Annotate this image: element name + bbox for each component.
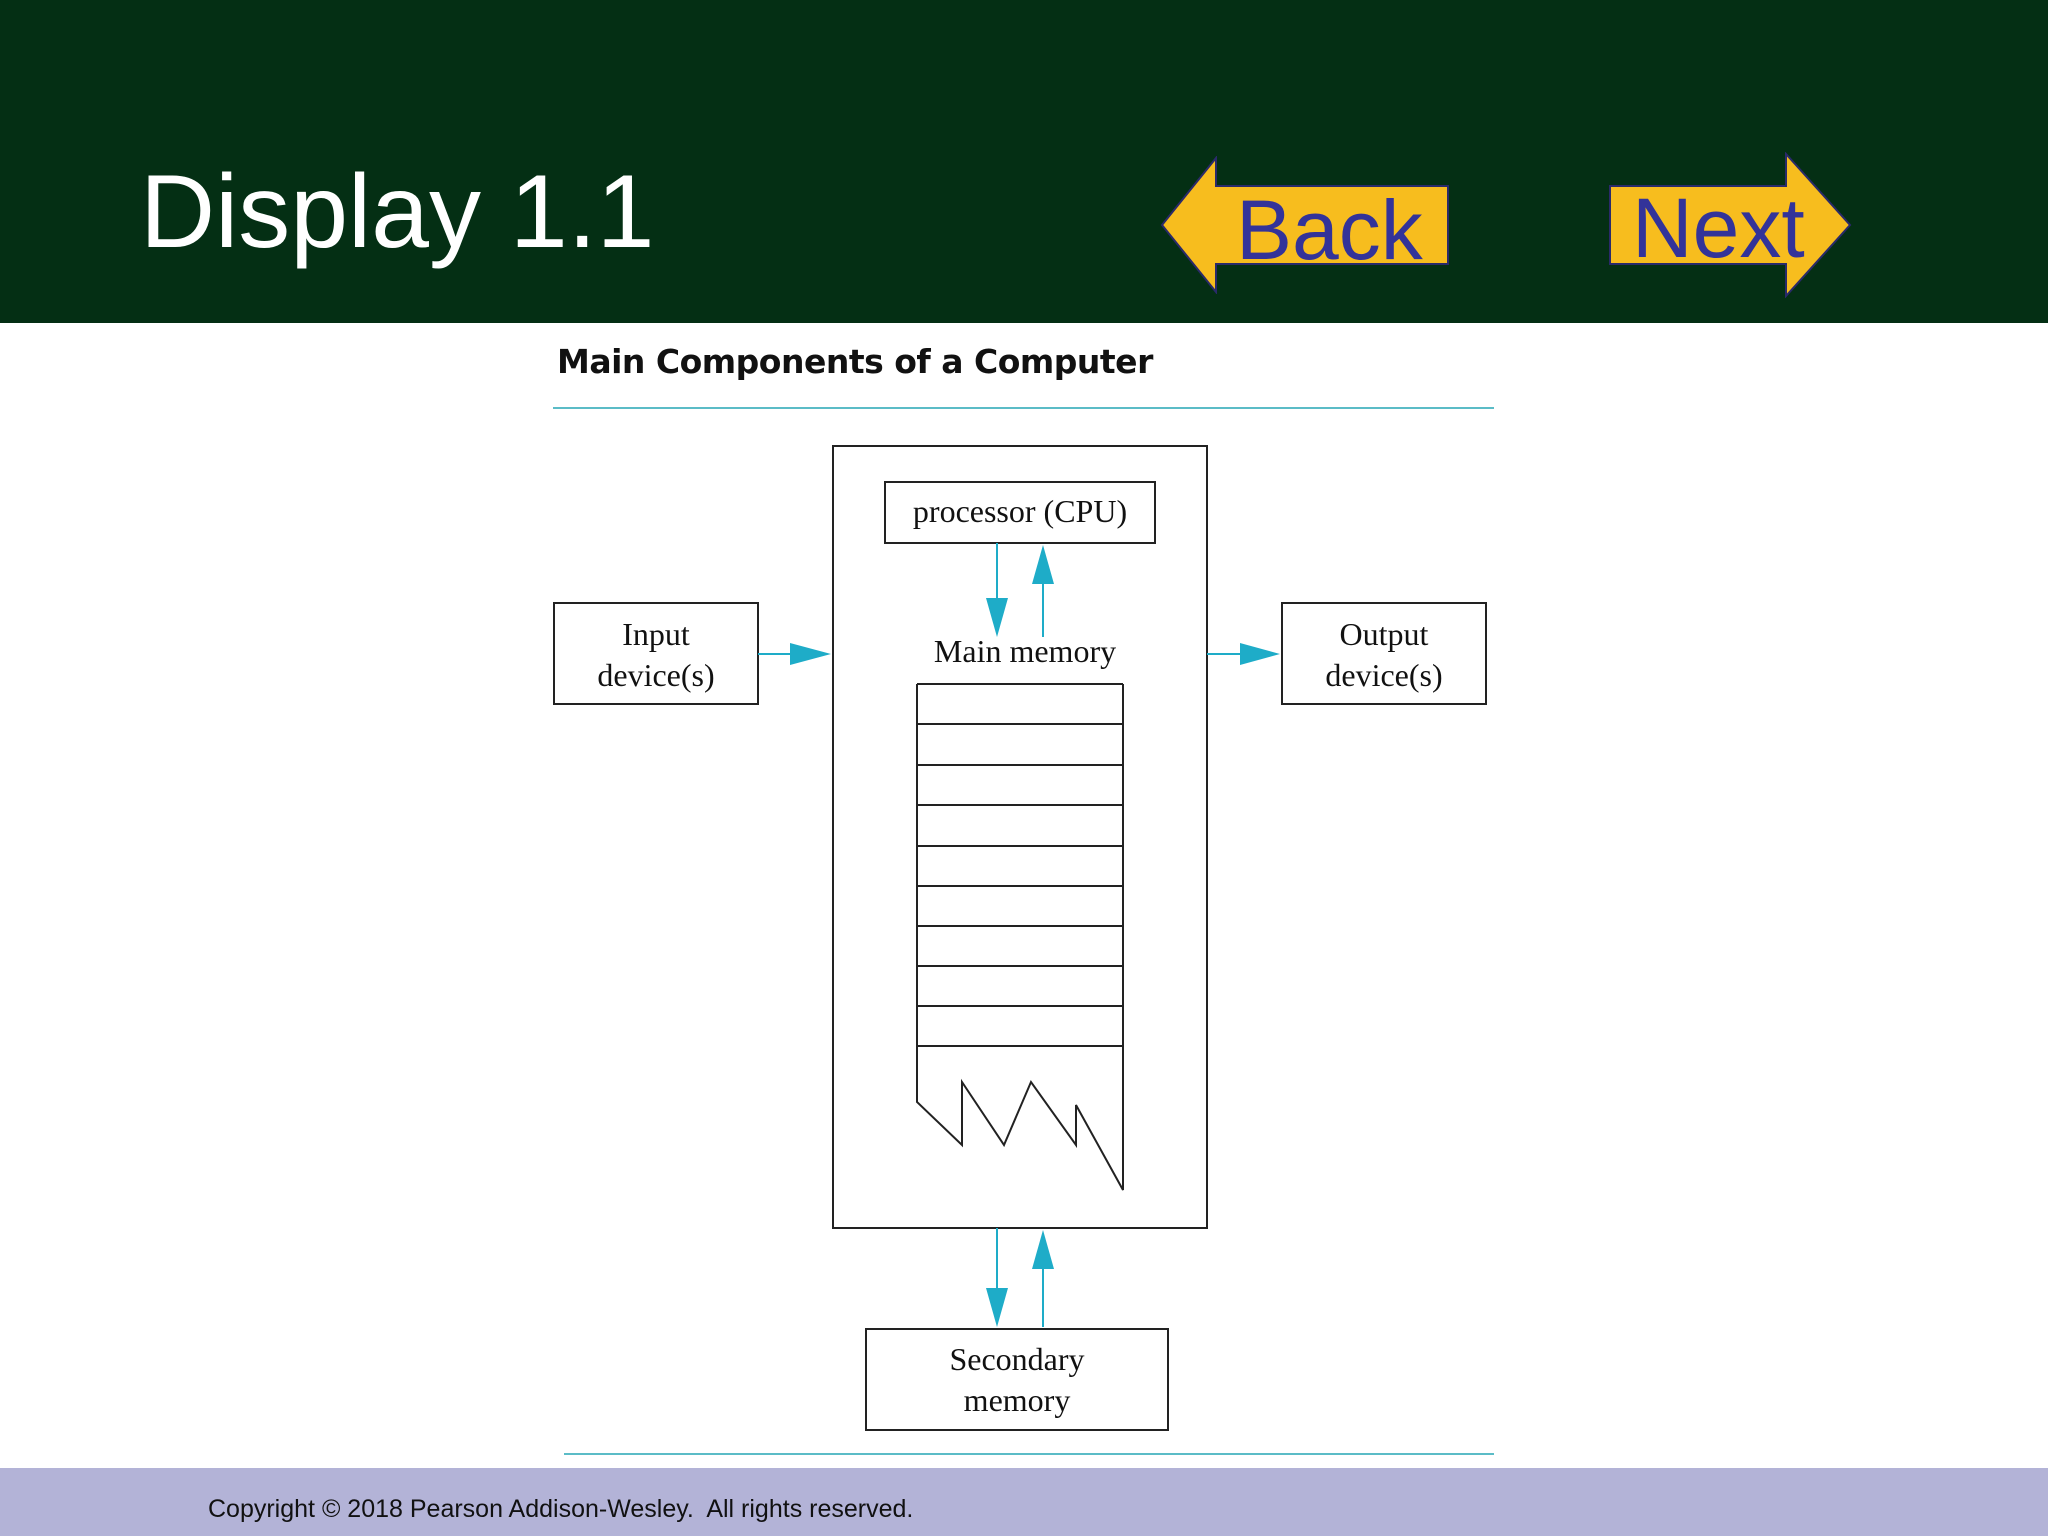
slide-title: Display 1.1 bbox=[140, 154, 655, 270]
secondary-memory-label: Secondary memory bbox=[866, 1339, 1168, 1421]
back-button[interactable]: Back bbox=[1160, 156, 1450, 294]
processor-box bbox=[884, 481, 1156, 544]
processor-label: processor (CPU) bbox=[912, 493, 1128, 529]
figure-bottom-rule bbox=[564, 1453, 1494, 1455]
computer-components-diagram bbox=[553, 445, 1487, 1431]
next-arrow-icon bbox=[1609, 152, 1852, 298]
input-label-line-1: Input bbox=[622, 616, 690, 652]
back-arrow-icon bbox=[1160, 156, 1449, 294]
output-device-label: Output device(s) bbox=[1282, 614, 1486, 696]
data-flow-arrows bbox=[758, 543, 1280, 1327]
next-button[interactable]: Next bbox=[1608, 152, 1852, 298]
input-label-line-2: device(s) bbox=[597, 657, 715, 693]
output-label-line-2: device(s) bbox=[1325, 657, 1443, 693]
main-memory-cells bbox=[916, 683, 1124, 1191]
input-device-label: Input device(s) bbox=[554, 614, 758, 696]
secondary-label-line-1: Secondary bbox=[949, 1341, 1085, 1377]
input-device-box bbox=[553, 602, 759, 705]
output-label-line-1: Output bbox=[1339, 616, 1429, 652]
back-label: Back bbox=[1236, 183, 1423, 277]
secondary-label-line-2: memory bbox=[963, 1382, 1071, 1418]
slide-footer: Copyright © 2018 Pearson Addison-Wesley.… bbox=[0, 1468, 2048, 1536]
main-memory-label: Main memory bbox=[933, 633, 1117, 669]
copyright-text: Copyright © 2018 Pearson Addison-Wesley.… bbox=[208, 1495, 914, 1523]
next-label: Next bbox=[1632, 181, 1805, 275]
slide-header: Display 1.1 Back Next bbox=[0, 0, 2048, 323]
figure-title: Main Components of a Computer bbox=[557, 342, 1153, 381]
output-device-box bbox=[1281, 602, 1487, 705]
figure-top-rule bbox=[553, 407, 1494, 409]
computer-main-box bbox=[832, 445, 1208, 1229]
secondary-memory-box bbox=[865, 1328, 1169, 1431]
